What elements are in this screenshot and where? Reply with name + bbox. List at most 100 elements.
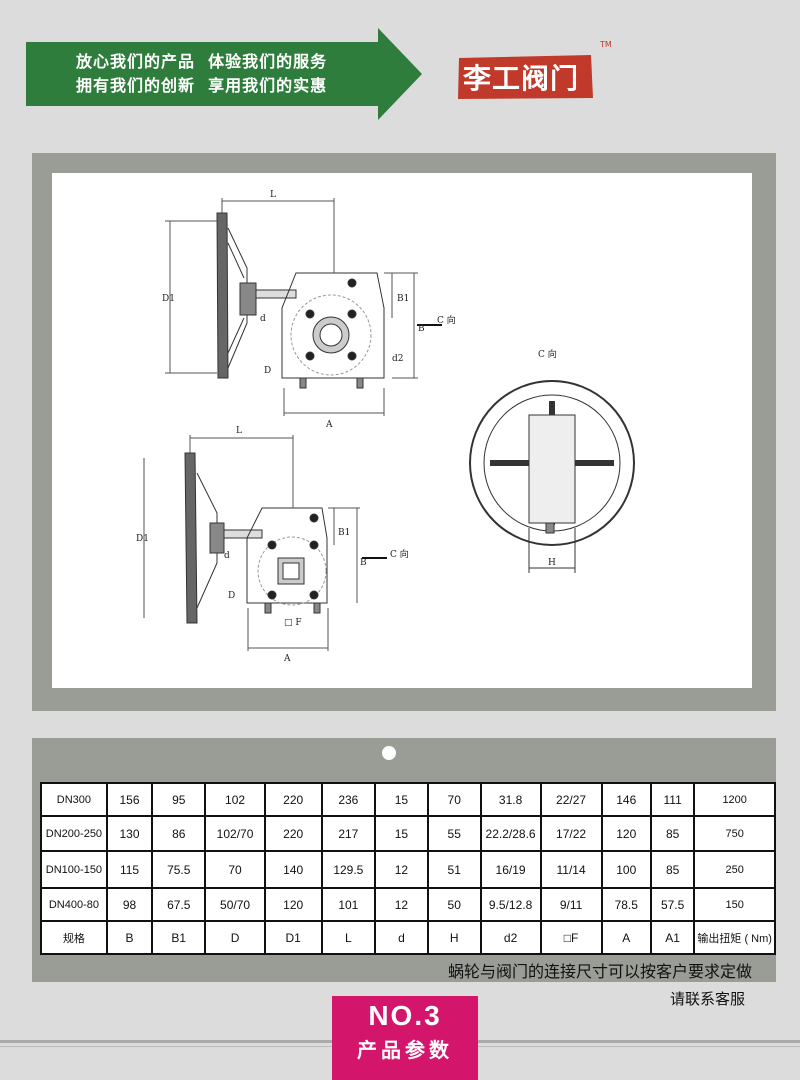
table-cell: 57.5: [649, 887, 696, 922]
technical-drawing: L D1 A B1 B d D d2 C 向: [52, 173, 752, 688]
label-a-bottom: A: [283, 654, 291, 664]
badge-number: NO.3: [368, 1000, 442, 1031]
brand-logo: 李工阀门: [455, 52, 595, 102]
top-gearbox-body: [281, 272, 385, 389]
row-header-cell: DN300: [40, 782, 108, 817]
table-cell: 236: [320, 782, 377, 817]
row-header-cell: DN100-150: [40, 850, 108, 889]
table-cell: 22.2/28.6: [479, 815, 542, 852]
table-cell: 16/19: [479, 850, 542, 889]
table-cell: 67.5: [151, 887, 207, 922]
label-b-bottom: B: [360, 558, 367, 568]
label-b1-top: B1: [397, 294, 409, 304]
logo-stamp-shape: [458, 55, 593, 99]
table-cell: L: [320, 920, 377, 955]
slogan-line-2: 拥有我们的创新 享用我们的实惠: [76, 76, 328, 95]
label-d-small-bottom: d: [224, 551, 230, 561]
table-cell: 50/70: [204, 887, 266, 922]
label-b-top: B: [418, 324, 425, 334]
table-cell: 98: [105, 887, 154, 922]
contact-service-text: 请联系客服: [670, 990, 746, 1008]
label-d-small-top: d: [260, 314, 266, 324]
section-badge: NO.3 产品参数: [332, 996, 478, 1080]
table-cell: 9.5/12.8: [479, 887, 542, 922]
table-cell: 50: [426, 887, 482, 922]
table-cell: 55: [426, 815, 482, 852]
gearbox-drawing: L D1 A B1 B d D d2 C 向: [136, 190, 635, 664]
table-cell: 130: [105, 815, 154, 852]
table-cell: A1: [649, 920, 696, 955]
drawing-frame: L D1 A B1 B d D d2 C 向: [32, 153, 776, 711]
table-cell: 140: [263, 850, 323, 889]
slogan-line-1: 放心我们的产品 体验我们的服务: [76, 52, 328, 71]
table-cell: 9/11: [539, 887, 603, 922]
label-d1-bottom: D1: [136, 534, 149, 544]
row-header-cell: DN400-80: [40, 887, 108, 922]
table-cell: 78.5: [600, 887, 652, 922]
label-d-top: D: [264, 366, 271, 376]
trademark-mark: TM: [600, 40, 612, 49]
table-cell: 217: [320, 815, 377, 852]
custom-note: 蜗轮与阀门的连接尺寸可以按客户要求定做: [447, 962, 752, 981]
c-view-labels: C 向 H: [538, 348, 557, 568]
table-cell: D: [204, 920, 266, 955]
table-cell: 86: [151, 815, 207, 852]
label-cdir-wheel: C 向: [538, 348, 557, 360]
table-cell: 31.8: [479, 782, 542, 817]
label-cdir-bottom: C 向: [390, 548, 409, 560]
table-cell: 95: [151, 782, 207, 817]
table-cell: B1: [151, 920, 207, 955]
label-b1-bottom: B1: [338, 528, 350, 538]
table-cell: 11/14: [539, 850, 603, 889]
table-cell: 120: [600, 815, 652, 852]
bottom-dimensions: [143, 435, 387, 651]
table-cell: 120: [263, 887, 323, 922]
table-cell: 22/27: [539, 782, 603, 817]
table-cell: 12: [374, 850, 429, 889]
c-view-handwheel: [469, 380, 635, 573]
label-a-top: A: [325, 420, 333, 430]
table-cell: 15: [374, 782, 429, 817]
table-cell: 750: [693, 815, 776, 852]
table-cell: D1: [263, 920, 323, 955]
table-cell: 220: [263, 782, 323, 817]
label-cdir-top: C 向: [437, 314, 456, 326]
table-cell: 146: [600, 782, 652, 817]
slogan-banner: 放心我们的产品 体验我们的服务 拥有我们的创新 享用我们的实惠: [26, 28, 442, 120]
table-cell: 1200: [693, 782, 776, 817]
decorative-dot: [382, 746, 396, 760]
label-d-bottom: D: [228, 591, 235, 601]
table-cell: 70: [204, 850, 266, 889]
label-d1-top: D1: [162, 294, 175, 304]
table-cell: 101: [320, 887, 377, 922]
label-l-top: L: [270, 190, 276, 200]
table-cell: 102/70: [204, 815, 266, 852]
label-f-bottom: □ F: [284, 618, 302, 628]
table-cell: 156: [105, 782, 154, 817]
table-cell: 51: [426, 850, 482, 889]
table-cell: H: [426, 920, 482, 955]
table-cell: A: [600, 920, 652, 955]
table-cell: 85: [649, 850, 696, 889]
table-cell: 12: [374, 887, 429, 922]
table-cell: □F: [539, 920, 603, 955]
table-cell: 250: [693, 850, 776, 889]
label-h-wheel: H: [548, 558, 556, 568]
table-cell: 100: [600, 850, 652, 889]
table-cell: d2: [479, 920, 542, 955]
top-dimensions: [165, 198, 442, 416]
row-header-cell: DN200-250: [40, 815, 108, 852]
slogan-text: 放心我们的产品 体验我们的服务 拥有我们的创新 享用我们的实惠: [76, 50, 327, 98]
table-cell: 150: [693, 887, 776, 922]
table-cell: 102: [204, 782, 266, 817]
bottom-handwheel-profile: [184, 452, 263, 624]
top-dim-labels: L D1 A B1 B d D d2 C 向: [162, 190, 456, 430]
table-cell: 17/22: [539, 815, 603, 852]
table-cell: d: [374, 920, 429, 955]
